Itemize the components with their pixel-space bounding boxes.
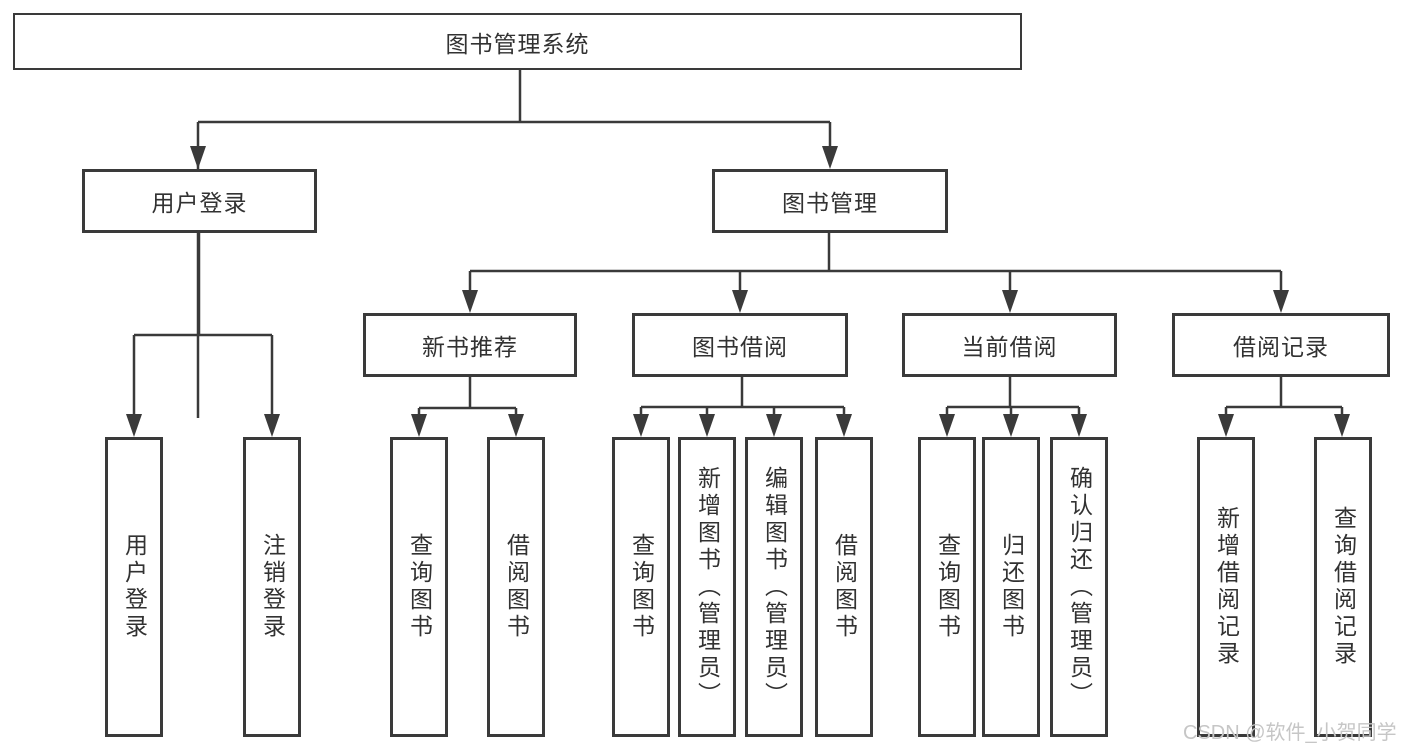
node-label: 当前借阅	[961, 334, 1058, 360]
leaf-current-query-books: 查询图书	[918, 437, 976, 737]
csdn-watermark: CSDN @软件_小贺同学	[1183, 722, 1397, 744]
leaf-borrow-edit-books-admin: 编辑图书（管理员）	[745, 437, 803, 737]
connector-user-login-children	[132, 233, 274, 420]
node-current-borrow: 当前借阅	[902, 313, 1117, 377]
node-label: 图书借阅	[692, 334, 788, 360]
connector-borrow-records-children	[1224, 377, 1344, 421]
node-label: 查询借阅记录	[1330, 506, 1357, 668]
node-label: 注销登录	[259, 533, 286, 641]
leaf-user-login: 用户登录	[105, 437, 163, 737]
leaf-newbook-query-books: 查询图书	[390, 437, 448, 737]
node-label: 查询图书	[934, 533, 961, 641]
node-root-library-system: 图书管理系统	[13, 13, 1022, 70]
node-book-management: 图书管理	[712, 169, 948, 233]
node-label: 用户登录	[151, 190, 248, 216]
node-label: 借阅记录	[1233, 334, 1329, 360]
node-label: 新增图书（管理员）	[694, 465, 721, 709]
node-label: 新书推荐	[422, 334, 518, 360]
node-book-borrow: 图书借阅	[632, 313, 848, 377]
node-label: 图书管理系统	[445, 30, 590, 57]
leaf-borrow-add-books-admin: 新增图书（管理员）	[678, 437, 736, 737]
node-label: 新增借阅记录	[1213, 506, 1240, 668]
connector-new-book-children	[417, 377, 518, 421]
node-label: 用户登录	[121, 533, 148, 641]
node-label: 归还图书	[998, 533, 1025, 641]
node-label: 查询图书	[628, 533, 655, 641]
leaf-records-query-record: 查询借阅记录	[1314, 437, 1372, 737]
connector-book-borrow-children	[639, 377, 846, 421]
connector-current-borrow-children	[945, 377, 1081, 421]
node-label: 编辑图书（管理员）	[761, 465, 788, 709]
node-label: 查询图书	[406, 533, 433, 641]
node-new-book-recommend: 新书推荐	[363, 313, 577, 377]
node-user-login: 用户登录	[82, 169, 317, 233]
node-label: 借阅图书	[831, 533, 858, 641]
leaf-borrow-query-books: 查询图书	[612, 437, 670, 737]
leaf-newbook-borrow-books: 借阅图书	[487, 437, 545, 737]
node-label: 确认归还（管理员）	[1066, 465, 1093, 709]
node-label: 图书管理	[782, 190, 878, 216]
leaf-logout: 注销登录	[243, 437, 301, 737]
connector-book-management-children	[468, 233, 1283, 296]
leaf-current-confirm-return-admin: 确认归还（管理员）	[1050, 437, 1108, 737]
node-label: 借阅图书	[503, 533, 530, 641]
node-borrow-records: 借阅记录	[1172, 313, 1390, 377]
leaf-records-add-record: 新增借阅记录	[1197, 437, 1255, 737]
leaf-current-return-books: 归还图书	[982, 437, 1040, 737]
leaf-borrow-borrow-books: 借阅图书	[815, 437, 873, 737]
